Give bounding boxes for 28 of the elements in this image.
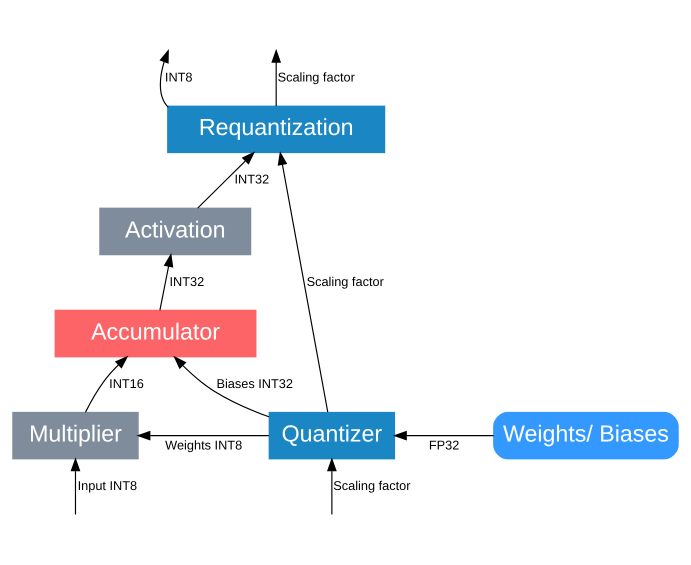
node-box: Activation	[99, 208, 252, 256]
edge-label: Scaling factor	[306, 274, 384, 289]
arrow	[84, 356, 128, 413]
arrow	[159, 252, 174, 310]
arrow	[173, 356, 270, 418]
node-box: Accumulator	[54, 310, 256, 358]
edge-label: Input INT8	[78, 478, 138, 493]
arrow	[136, 430, 269, 441]
edge-label: Scaling factor	[333, 478, 411, 493]
edge-label: Biases INT32	[216, 376, 293, 391]
arrow	[271, 48, 282, 106]
arrow	[327, 457, 337, 514]
edge-label: Scaling factor	[278, 70, 355, 85]
edge-label: INT8	[164, 70, 193, 85]
node-box: Weights/ Biases	[493, 412, 679, 460]
arrow	[159, 48, 169, 108]
arrow	[197, 151, 256, 209]
arrow	[278, 151, 328, 412]
node-box: Multiplier	[12, 412, 139, 460]
edge-label: FP32	[428, 437, 460, 452]
node-box: Quantizer	[268, 412, 396, 460]
arrow	[392, 430, 494, 441]
edge-label: INT16	[109, 376, 144, 391]
edge-label: INT32	[234, 172, 270, 187]
edge-label: Weights INT8	[165, 437, 242, 452]
arrow	[70, 457, 80, 514]
edge-label: INT32	[169, 274, 204, 289]
node-box: Requantization	[167, 106, 386, 154]
